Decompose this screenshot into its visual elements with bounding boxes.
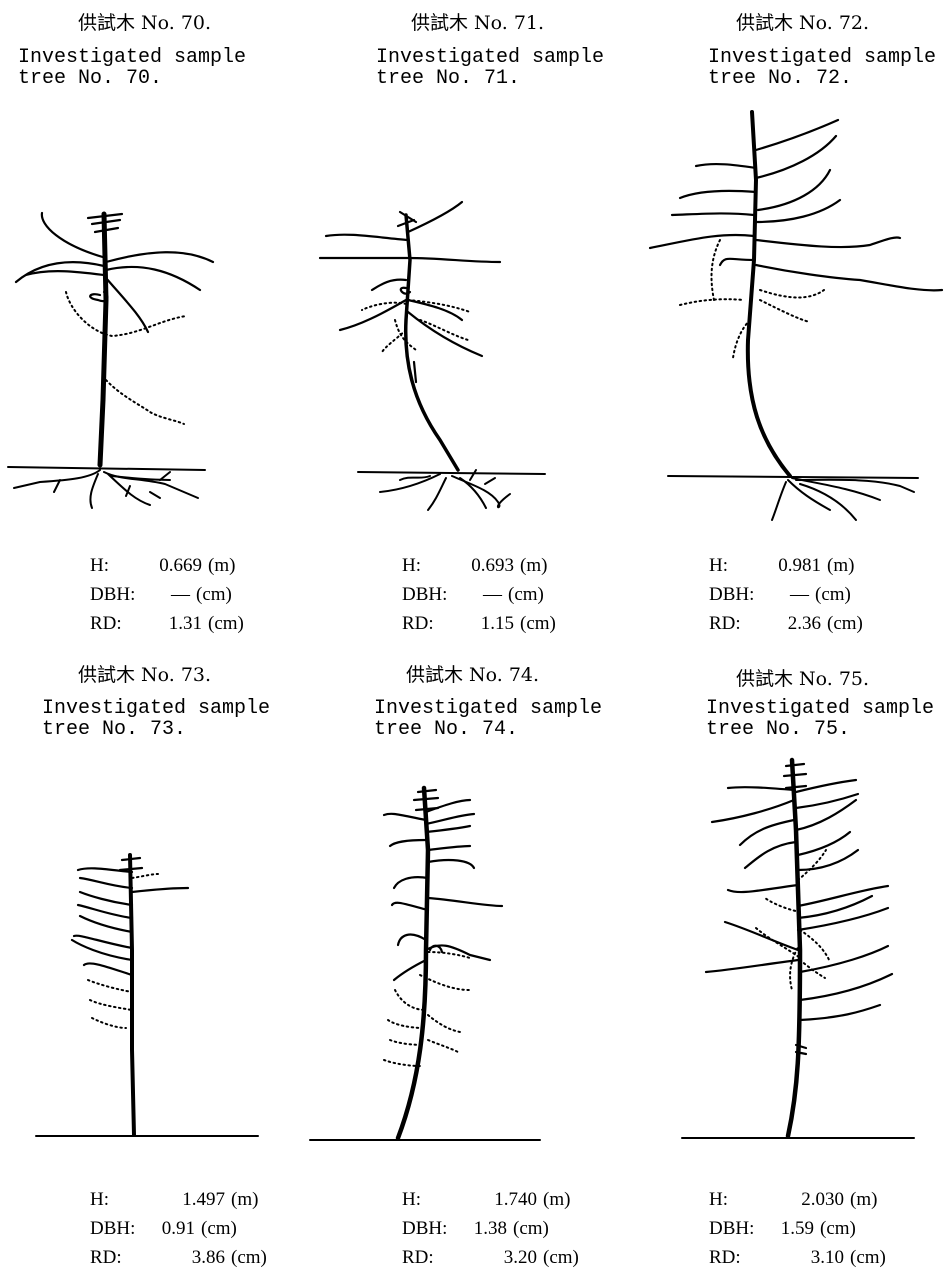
rd-unit: (cm) [225, 1243, 267, 1272]
rd-value: 3.10 [769, 1243, 844, 1272]
height-label: H: [709, 1185, 769, 1214]
rd-unit: (cm) [844, 1243, 886, 1272]
dbh-value: 1.59 [769, 1214, 814, 1243]
dbh-unit: (cm) [814, 1214, 856, 1243]
rd-unit: (cm) [537, 1243, 579, 1272]
dbh-label: DBH: [709, 1214, 769, 1243]
height-unit: (m) [844, 1185, 877, 1214]
rd-value: 3.20 [462, 1243, 537, 1272]
tree-75-measurements: H:2.030(m) DBH:1.59(cm) RD:3.10(cm) [709, 1185, 886, 1272]
tree-75-drawing [0, 0, 946, 1237]
rd-label: RD: [402, 1243, 462, 1272]
rd-label: RD: [709, 1243, 769, 1272]
rd-label: RD: [90, 1243, 150, 1272]
rd-value: 3.86 [150, 1243, 225, 1272]
height-value: 2.030 [769, 1185, 844, 1214]
